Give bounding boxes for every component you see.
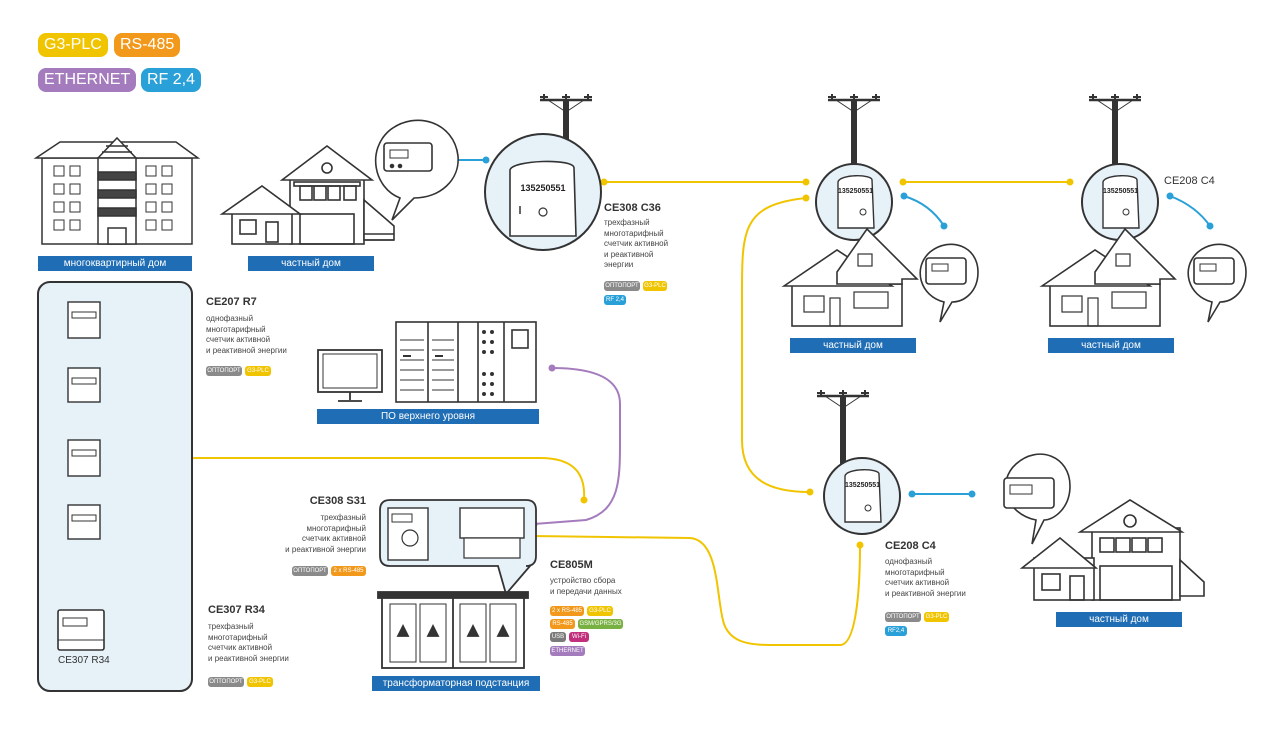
power-pole-2-icon (826, 92, 882, 172)
private-house-1-icon (219, 144, 395, 245)
ce308c36-tag-optoport: ОПТОПОРТ (604, 281, 640, 291)
meter-callout-house-4 (1003, 453, 1071, 545)
ce307r34-tag-optoport: ОПТОПОРТ (208, 677, 244, 687)
server-rack-icon (395, 321, 537, 403)
meter-callout-house-2 (919, 243, 979, 323)
ce208c4-tag-g3plc: G3-PLC (924, 612, 949, 622)
ce805m-tag-usb: USB (550, 632, 566, 642)
house3-label: частный дом (1048, 338, 1174, 353)
pole3-meter-number: 135250551 (1103, 188, 1139, 195)
private-house-3-icon (1041, 228, 1176, 327)
ce208c4-meter-icon-pole-2 (815, 163, 893, 241)
legend-ethernet-badge: ETHERNET (38, 68, 137, 92)
ce307r34-name: CE307 R34 (208, 604, 265, 616)
ce207r7-meter-icons (67, 301, 101, 540)
ce307r34-panel-name: CE307 R34 (58, 655, 110, 666)
ce805m-tag-ethernet: ETHERNET (550, 646, 585, 656)
ce308s31-name: CE308 S31 (309, 495, 366, 507)
pole4-meter-number: 135250551 (845, 482, 881, 489)
ce308c36-meter-number: 135250551 (520, 183, 566, 193)
private-house-4-icon (1019, 499, 1205, 601)
ce207r7-tag-g3plc: G3-PLC (245, 366, 271, 376)
ce308c36-tag-rf: RF 2,4 (604, 295, 626, 305)
house4-label: частный дом (1056, 612, 1182, 627)
ce308s31-tag-rs485: 2 x RS-485 (331, 566, 366, 576)
ce805m-desc: устройство сбора и передачи данных (550, 576, 622, 596)
ce207r7-name: CE207 R7 (206, 296, 257, 308)
ce307r34-meter-icon (57, 609, 105, 651)
ce805m-tag-rs485: RS-485 (550, 619, 575, 629)
computer-monitor-icon (317, 349, 383, 402)
ce805m-name: CE805M (550, 559, 593, 571)
house1-label: частный дом (248, 256, 374, 271)
ce208c4-tag-optoport: ОПТОПОРТ (885, 612, 921, 622)
legend-g3plc-badge: G3-PLC (38, 33, 108, 57)
ce207r7-tag-optoport: ОПТОПОРТ (206, 366, 242, 376)
ce805m-tag-2rs485: 2 x RS-485 (550, 606, 584, 616)
ce207r7-desc: однофазный многотарифный счетчик активно… (206, 314, 287, 355)
ce308s31-tag-optoport: ОПТОПОРТ (292, 566, 328, 576)
ce208c4-name: CE208 C4 (885, 540, 936, 552)
ce308c36-tag-g3plc: G3-PLC (643, 281, 667, 291)
ce208c4-desc: однофазный многотарифный счетчик активно… (885, 557, 966, 598)
meter-callout-house-3 (1187, 243, 1247, 323)
ce307r34-desc: трехфазный многотарифный счетчик активно… (208, 622, 289, 663)
substation-callout (379, 499, 537, 596)
apartment-building-icon (33, 136, 201, 245)
legend-rs485-badge: RS-485 (114, 33, 181, 57)
private-house-2-icon (783, 228, 918, 327)
ce208c4-meter-icon-pole-4 (823, 457, 901, 535)
ce208c4-top-name: CE208 C4 (1164, 175, 1215, 187)
meter-callout-house-1 (374, 119, 459, 221)
ce308c36-meter-icon (484, 133, 602, 251)
ce308c36-desc: трехфазный многотарифный счетчик активно… (604, 218, 669, 269)
power-pole-1-icon (538, 92, 594, 160)
software-label: ПО верхнего уровня (317, 409, 539, 424)
pole2-meter-number: 135250551 (838, 188, 874, 195)
ce208c4-meter-icon-pole-3 (1081, 163, 1159, 241)
power-pole-4-icon (815, 388, 871, 474)
substation-label: трансформаторная подстанция (372, 676, 540, 691)
ce208c4-tag-rf: RF2,4 (885, 626, 907, 636)
ce805m-tag-g3plc: G3-PLC (587, 606, 613, 616)
house2-label: частный дом (790, 338, 916, 353)
substation-icon (377, 591, 529, 669)
ce805m-tag-wifi: Wi-Fi (569, 632, 589, 642)
ce805m-tag-gsm: GSM/GPRS/3G (578, 619, 623, 629)
apartment-label: многоквартирный дом (38, 256, 192, 271)
power-pole-3-icon (1087, 92, 1143, 172)
ce308s31-desc: трехфазный многотарифный счетчик активно… (285, 513, 366, 554)
ce308c36-name: CE308 C36 (604, 202, 661, 214)
legend-rf-badge: RF 2,4 (141, 68, 202, 92)
ce307r34-tag-g3plc: G3-PLC (247, 677, 273, 687)
